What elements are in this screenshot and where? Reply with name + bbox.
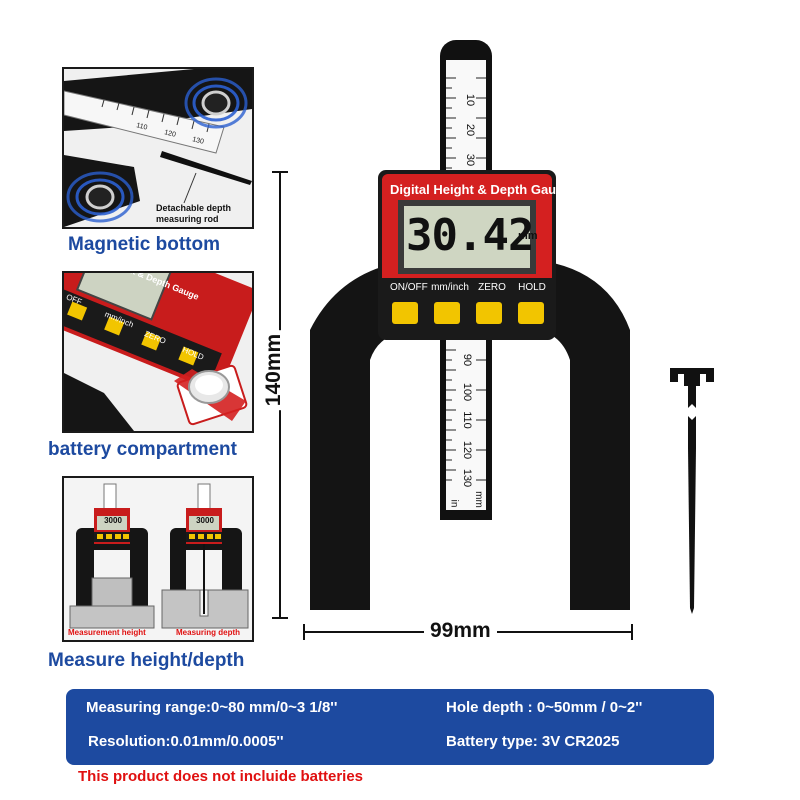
depth-rod-callout: Detachable depth measuring rod (156, 203, 232, 224)
lcd-unit: mm (518, 230, 538, 242)
btn-hold-label: HOLD (518, 282, 546, 293)
ruler-mark-130: 130 (192, 136, 205, 146)
measure-panel: 3000 3000 Measurement height Measuring d… (62, 476, 254, 642)
ruler-top-30: 30 (464, 153, 477, 167)
depth-rod (670, 368, 714, 614)
ruler-bottom-120: 120 (461, 440, 474, 460)
spec-resolution: Resolution:0.01mm/0.0005'' (88, 733, 284, 750)
measure-illustration (64, 478, 252, 640)
right-gauge-reading: 3000 (196, 516, 214, 525)
height-dimension-label: 140mm (260, 329, 289, 411)
battery-compartment-illustration (64, 273, 252, 431)
onoff-button (392, 302, 418, 324)
width-dimension-label: 99mm (424, 619, 497, 643)
ruler-unit-mm: mm (472, 491, 484, 508)
ruler-bottom-110: 110 (460, 411, 473, 429)
lcd-reading: 30.42 (406, 210, 534, 261)
hold-button (518, 302, 544, 324)
ruler-bottom-90: 90 (461, 353, 474, 367)
measurement-height-label: Measurement height (68, 628, 146, 637)
main-gauge (310, 40, 630, 610)
ruler-unit-in: in (448, 499, 460, 508)
mminch-button (434, 302, 460, 324)
ruler-mark-120: 120 (164, 129, 177, 139)
specs-panel: Measuring range:0~80 mm/0~3 1/8'' Hole d… (66, 689, 714, 765)
ruler-bottom-130: 130 (461, 468, 474, 488)
gauge-title: Digital Height & Depth Gauge (390, 182, 572, 197)
spec-range: Measuring range:0~80 mm/0~3 1/8'' (86, 699, 338, 716)
ruler-bottom-100: 100 (461, 382, 474, 402)
magnetic-bottom-panel: 110 120 130 Detachable depth measuring r… (62, 67, 254, 229)
ruler-mark-110: 110 (136, 122, 149, 132)
spec-hole-depth: Hole depth : 0~50mm / 0~2'' (446, 699, 643, 716)
spec-battery: Battery type: 3V CR2025 (446, 733, 620, 750)
magnetic-bottom-illustration: 110 120 130 (64, 69, 252, 227)
measure-caption: Measure height/depth (48, 650, 245, 671)
magnetic-bottom-caption: Magnetic bottom (68, 234, 220, 255)
battery-compartment-caption: battery compartment (48, 439, 237, 460)
battery-note: This product does not incluide batteries (78, 768, 364, 785)
ruler-top-10: 10 (464, 93, 477, 107)
btn-onoff-label: ON/OFF (390, 282, 428, 293)
btn-mminch-label: mm/inch (431, 282, 469, 293)
ruler-top-20: 20 (464, 123, 477, 137)
measuring-depth-label: Measuring depth (176, 628, 241, 637)
left-gauge-reading: 3000 (104, 516, 122, 525)
btn-zero-label: ZERO (478, 282, 506, 293)
battery-compartment-panel: ght & Depth Gauge OFF mm/inch ZERO HOLD (62, 271, 254, 433)
zero-button (476, 302, 502, 324)
